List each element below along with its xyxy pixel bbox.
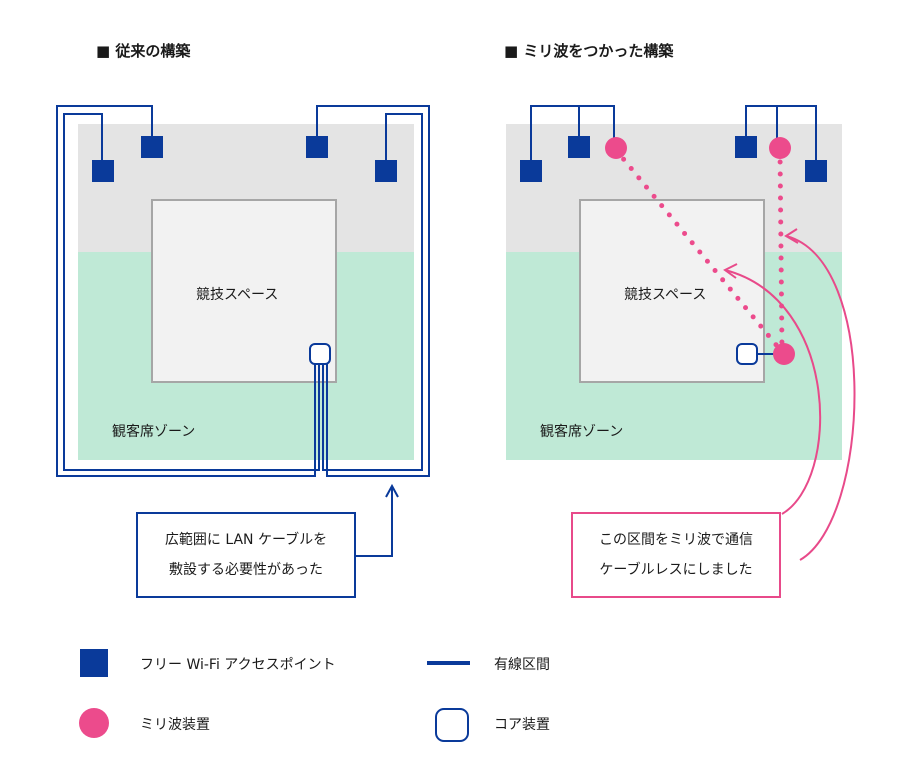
right-mmwave-3 (773, 343, 795, 365)
right-callout: この区間をミリ波で通信 ケーブルレスにしました (571, 512, 781, 598)
right-wifi-ap-1 (520, 160, 542, 182)
right-wifi-ap-2 (568, 136, 590, 158)
legend-wired-label: 有線区間 (494, 657, 550, 673)
right-callout-line2: ケーブルレスにしました (599, 562, 753, 578)
left-competition-space (151, 199, 337, 383)
right-competition-space (579, 199, 765, 383)
right-callout-arrows (724, 235, 856, 561)
left-callout: 広範囲に LAN ケーブルを 敷設する必要性があった (136, 512, 356, 598)
right-mmwave-links (613, 147, 785, 355)
right-wifi-ap-3 (735, 136, 757, 158)
left-callout-line1: 広範囲に LAN ケーブルを (164, 532, 328, 548)
right-diagram (506, 105, 856, 561)
legend-graphics (79, 649, 470, 742)
left-audience-label: 観客席ゾーン (112, 424, 196, 440)
left-wifi-ap-1 (92, 160, 114, 182)
left-core-device (309, 343, 331, 365)
left-callout-arrow (356, 486, 393, 557)
right-callout-line1: この区間をミリ波で通信 (599, 532, 753, 548)
right-competition-label: 競技スペース (624, 287, 707, 303)
legend-core-label: コア装置 (494, 717, 550, 733)
heading-mmwave: ■ ミリ波をつかった構築 (504, 42, 674, 60)
right-audience-label: 観客席ゾーン (540, 424, 624, 440)
right-core-device (736, 343, 758, 365)
legend-mmwave-icon (79, 708, 109, 738)
left-wifi-ap-2 (141, 136, 163, 158)
left-wifi-ap-4 (375, 160, 397, 182)
left-wifi-ap-3 (306, 136, 328, 158)
heading-conventional: ■ 従来の構築 (96, 42, 191, 60)
right-wifi-ap-4 (805, 160, 827, 182)
left-competition-label: 競技スペース (196, 287, 279, 303)
legend-mmwave-label: ミリ波装置 (140, 717, 210, 733)
legend-wifi-icon (80, 649, 108, 677)
legend-core-icon (435, 708, 469, 742)
right-mmwave-1 (605, 137, 627, 159)
right-mmwave-2 (769, 137, 791, 159)
legend-wifi-label: フリー Wi-Fi アクセスポイント (140, 657, 336, 673)
left-callout-line2: 敷設する必要性があった (169, 562, 323, 578)
left-diagram (56, 105, 430, 557)
left-wired-cables (56, 105, 430, 477)
